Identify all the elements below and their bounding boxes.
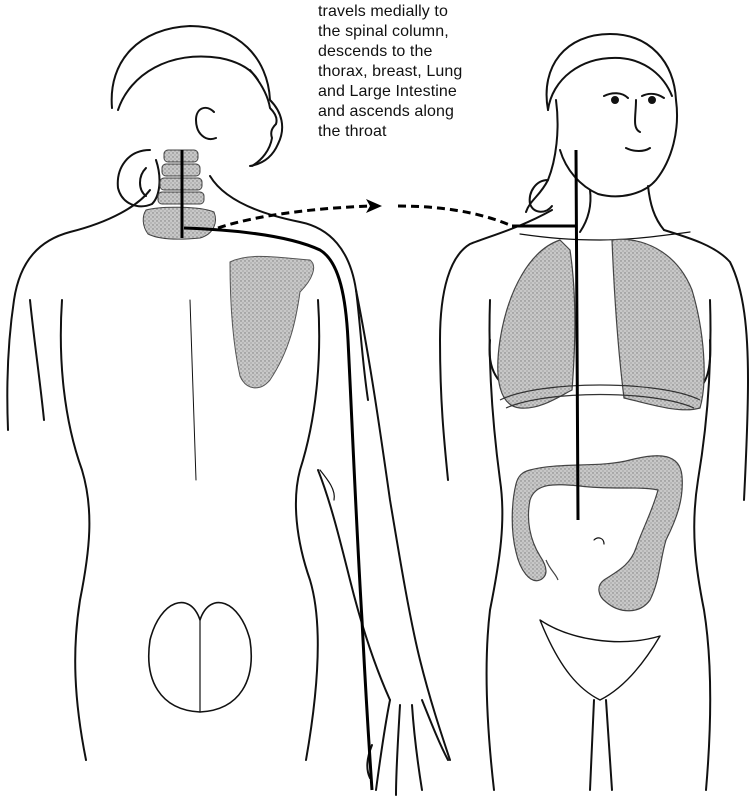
caption-line: thorax, breast, Lung xyxy=(318,62,518,82)
back-right-arm xyxy=(356,290,450,760)
back-ponytail xyxy=(118,150,160,206)
back-torso-left xyxy=(61,300,90,760)
back-left-arm xyxy=(30,300,44,420)
caption-text: travels medially to the spinal column, d… xyxy=(318,2,518,142)
back-face-profile xyxy=(250,70,277,166)
caption-line: descends to the xyxy=(318,42,518,62)
caption-line: and ascends along xyxy=(318,102,518,122)
back-cervical-vertebrae xyxy=(143,150,215,239)
caption-line: and Large Intestine xyxy=(318,82,518,102)
front-large-intestine xyxy=(512,456,682,611)
back-left-shoulder xyxy=(7,190,150,430)
caption-line: the throat xyxy=(318,122,518,142)
back-scapula xyxy=(230,256,314,387)
caption-line: the spinal column, xyxy=(318,22,518,42)
connector-arrow xyxy=(218,199,512,228)
front-pelvis xyxy=(540,620,660,700)
back-hair-line xyxy=(118,56,258,110)
back-meridian-line xyxy=(182,150,372,790)
back-ear xyxy=(196,108,216,139)
front-view-figure xyxy=(440,34,748,790)
caption-line: travels medially to xyxy=(318,2,518,22)
front-nose xyxy=(635,100,640,132)
front-ponytail xyxy=(530,180,552,212)
front-appendix xyxy=(546,560,558,580)
back-torso-right xyxy=(296,300,319,760)
back-head-outline xyxy=(112,26,282,166)
front-mouth xyxy=(626,148,650,151)
front-right-lung xyxy=(612,239,704,410)
front-left-lung xyxy=(498,240,575,408)
